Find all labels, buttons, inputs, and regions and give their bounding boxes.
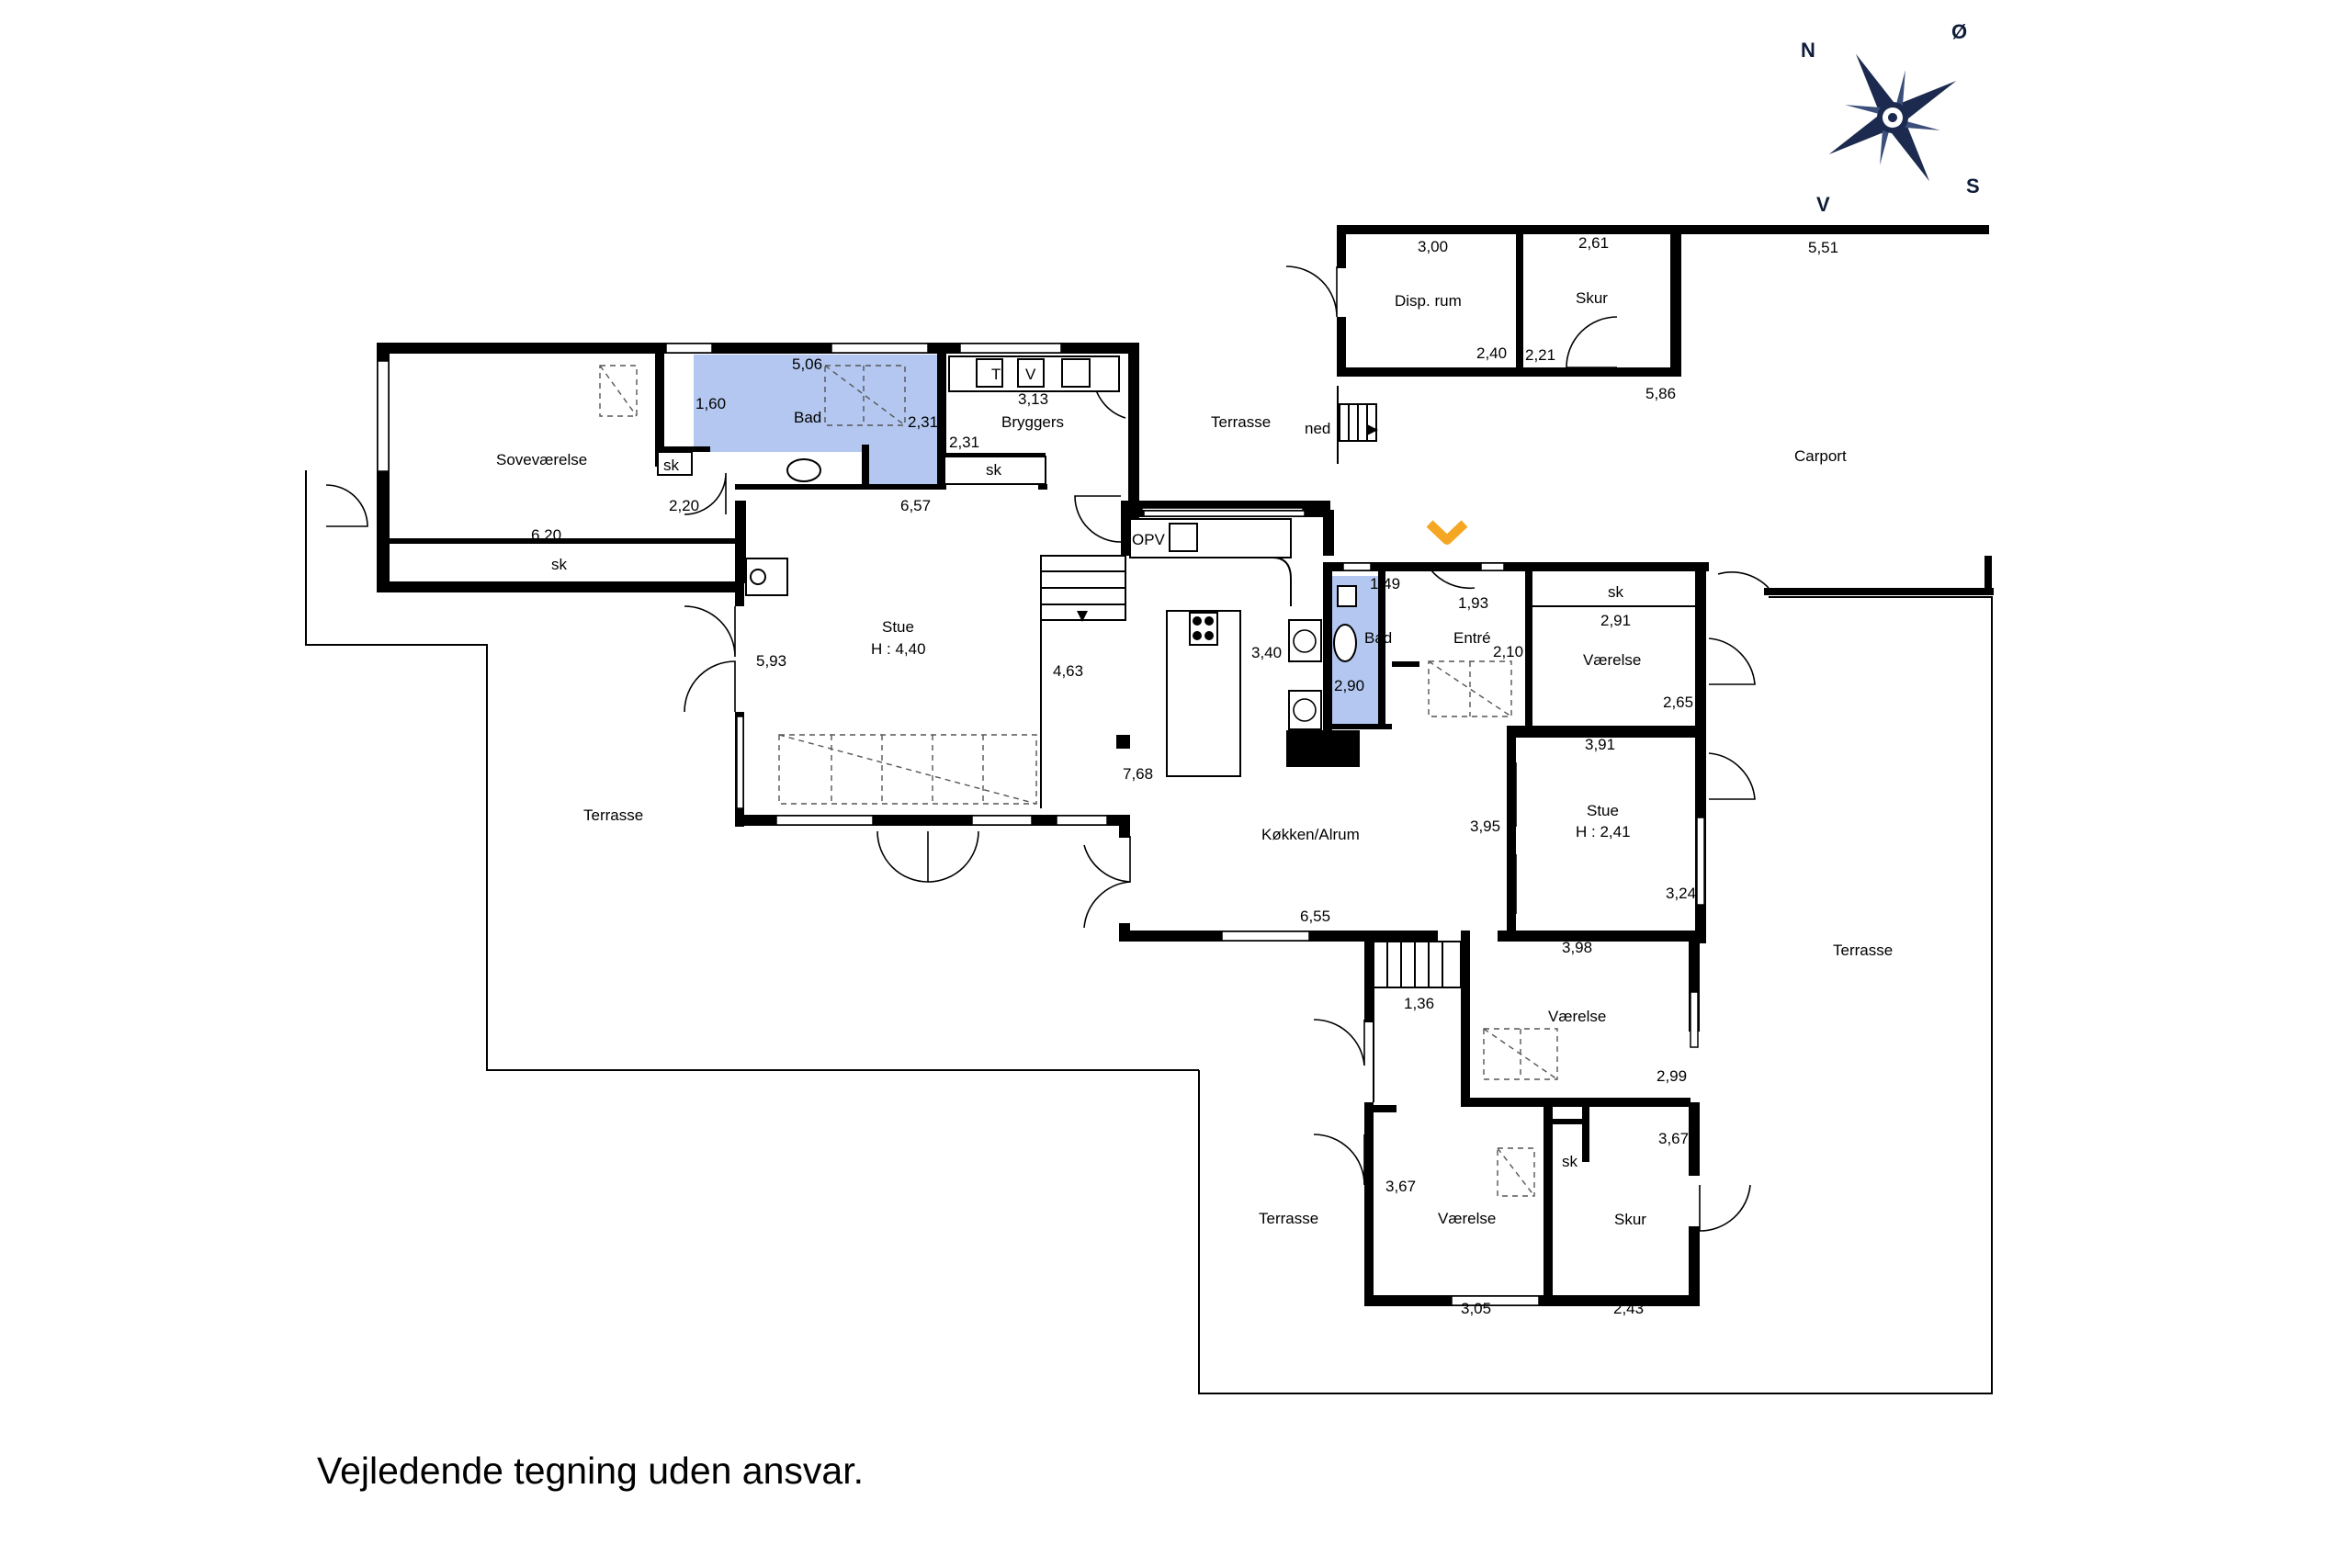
dim-768: 7,68 [1123, 765, 1153, 783]
room-vaerelse-1: Værelse [1583, 651, 1641, 669]
dim-340: 3,40 [1251, 644, 1282, 661]
dim-231b: 2,31 [949, 434, 979, 451]
room-vaerelse-3: Værelse [1438, 1210, 1496, 1227]
room-stue-right: Stue [1587, 802, 1619, 819]
entry-marker-icon [1426, 520, 1468, 545]
compass-e: Ø [1951, 20, 1967, 43]
room-skur-upper: Skur [1576, 289, 1608, 307]
walls-stue-left [735, 516, 1130, 838]
dimensions: 5,06 1,60 2,31 3,13 2,31 2,20 6,57 6,20 … [531, 234, 1838, 1317]
dim-160: 1,60 [695, 395, 726, 412]
dim-324: 3,24 [1666, 885, 1696, 902]
walls-entry [1323, 562, 1709, 943]
small-labels: sk sk sk sk sk ned OPV T V [551, 366, 1624, 1170]
skylights-stue [778, 734, 1037, 805]
room-stue-left-height: H : 4,40 [871, 640, 926, 658]
dim-149: 1,49 [1370, 575, 1400, 592]
walls-kitchen [1116, 501, 1704, 942]
stairs-ned [1339, 403, 1378, 442]
compass-s: S [1966, 175, 1980, 197]
label-sk-lower: sk [1562, 1153, 1578, 1170]
room-labels: Soveværelse Bad Bryggers Stue H : 4,40 K… [496, 289, 1893, 1228]
room-stue-left: Stue [882, 618, 914, 636]
terrasse-top: Terrasse [1211, 413, 1271, 431]
disclaimer-text: Vejledende tegning uden ansvar. [317, 1450, 865, 1492]
dim-620: 6,20 [531, 526, 561, 544]
label-sk-vaerelse: sk [1608, 583, 1624, 601]
terrasse-left: Terrasse [583, 807, 643, 824]
dim-300: 3,00 [1418, 238, 1448, 255]
dim-657: 6,57 [900, 497, 931, 514]
room-bad-small: Bad [1364, 629, 1392, 647]
walls-lower-rooms [1364, 931, 1700, 1306]
compass-icon [1828, 53, 1957, 182]
dim-593: 5,93 [756, 652, 786, 670]
room-sovevaerelse: Soveværelse [496, 451, 587, 468]
terrace-outlines [305, 234, 1993, 1394]
label-ned: ned [1305, 420, 1330, 437]
label-sk-bed-corridor: sk [551, 556, 568, 573]
dim-243: 2,43 [1613, 1300, 1644, 1317]
label-t: T [991, 366, 1001, 383]
dim-265: 2,65 [1663, 694, 1693, 711]
doors [325, 265, 1770, 1232]
dim-193: 1,93 [1458, 594, 1488, 612]
room-entre: Entré [1453, 629, 1491, 647]
stairs-stue [1040, 555, 1126, 808]
dim-313: 3,13 [1018, 390, 1048, 408]
dim-220: 2,20 [669, 497, 699, 514]
room-stue-right-height: H : 2,41 [1576, 823, 1631, 840]
room-disp-rum: Disp. rum [1395, 292, 1462, 310]
terrasse-bottom: Terrasse [1259, 1210, 1318, 1227]
label-v: V [1025, 366, 1036, 383]
terrasse-right: Terrasse [1833, 942, 1893, 959]
compass-n: N [1801, 39, 1815, 62]
dim-221: 2,21 [1525, 346, 1555, 364]
dim-305: 3,05 [1461, 1300, 1491, 1317]
fixtures [599, 355, 1120, 596]
dim-299: 2,99 [1657, 1067, 1687, 1085]
room-bad-upper: Bad [794, 409, 821, 426]
dim-463: 4,63 [1053, 662, 1083, 680]
walls-outbuildings [1337, 225, 1994, 595]
dim-367a: 3,67 [1385, 1178, 1416, 1195]
dim-367b: 3,67 [1658, 1130, 1689, 1147]
label-sk-bed: sk [663, 457, 680, 474]
dim-231a: 2,31 [908, 413, 938, 431]
compass-w: V [1816, 193, 1830, 216]
dim-240: 2,40 [1476, 344, 1507, 362]
dim-586: 5,86 [1645, 385, 1676, 402]
room-carport: Carport [1794, 447, 1847, 465]
label-opv: OPV [1132, 531, 1166, 548]
dim-395: 3,95 [1470, 818, 1500, 835]
room-koekken: Køkken/Alrum [1261, 826, 1360, 843]
dim-391: 3,91 [1585, 736, 1615, 753]
dim-655: 6,55 [1300, 908, 1330, 925]
dim-506: 5,06 [792, 355, 822, 373]
room-skur-lower: Skur [1614, 1211, 1646, 1228]
label-sk-bryggers: sk [986, 461, 1002, 479]
room-vaerelse-2: Værelse [1548, 1008, 1606, 1025]
room-bryggers: Bryggers [1001, 413, 1064, 431]
dim-136: 1,36 [1404, 995, 1434, 1012]
dim-551: 5,51 [1808, 239, 1838, 256]
dim-398: 3,98 [1562, 939, 1592, 956]
dim-291: 2,91 [1600, 612, 1631, 629]
dim-290: 2,90 [1334, 677, 1364, 694]
dim-261: 2,61 [1578, 234, 1609, 252]
dim-210: 2,10 [1493, 643, 1523, 660]
